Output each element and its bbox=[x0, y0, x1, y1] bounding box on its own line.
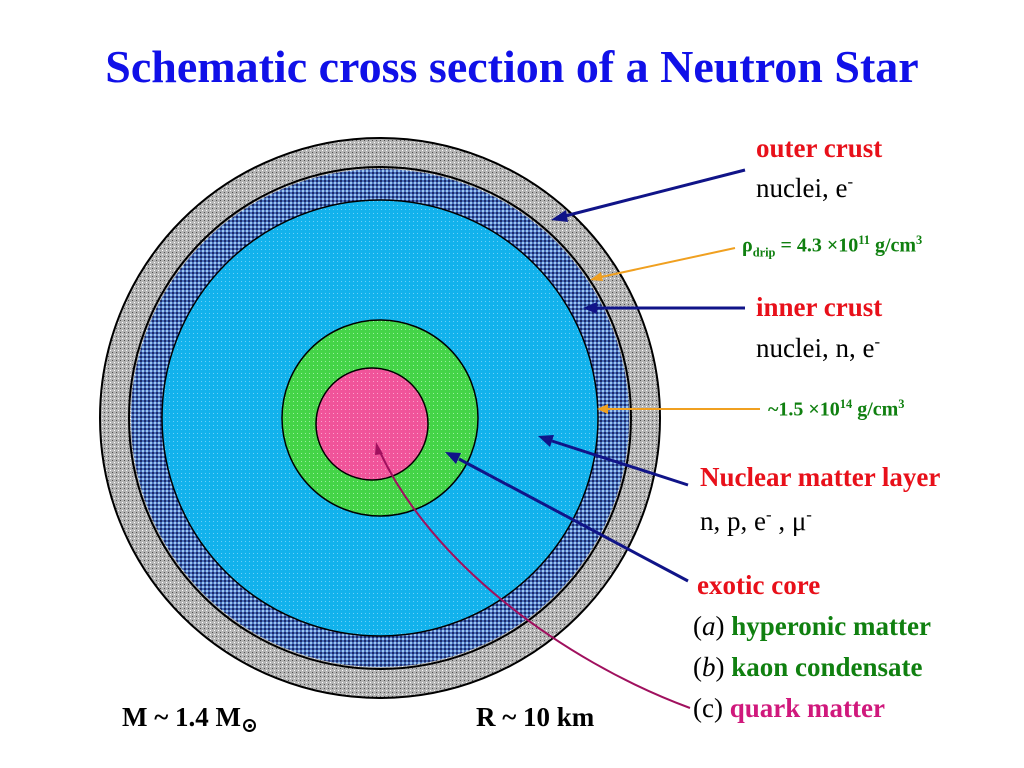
outer-crust-outline bbox=[128, 166, 632, 670]
exotic-core-arrow bbox=[458, 457, 689, 583]
outer-crust-arrow bbox=[564, 168, 746, 218]
boundary-arrowhead bbox=[597, 404, 608, 414]
page-title: Schematic cross section of a Neutron Sta… bbox=[105, 41, 919, 92]
boundary-density-label: ~1.5 ×1014 g/cm3 bbox=[768, 397, 905, 421]
quark-matter-arrowhead bbox=[375, 442, 383, 455]
radius-label: R ~ 10 km bbox=[476, 702, 595, 732]
exotic-core-arrowhead bbox=[445, 452, 461, 464]
outer-crust-arrowhead bbox=[551, 210, 568, 222]
nuclear-matter-label: Nuclear matter layer bbox=[700, 462, 941, 492]
drip-arrow bbox=[600, 247, 736, 278]
exotic-core-label: exotic core bbox=[697, 570, 821, 600]
core-item-hyperonic: (a) hyperonic matter bbox=[693, 611, 931, 641]
drip-density-label: ρdrip = 4.3 ×1011 g/cm3 bbox=[742, 233, 923, 260]
inner-crust-arrowhead bbox=[583, 302, 597, 314]
core-item-quark: (c) quark matter bbox=[693, 693, 885, 723]
exotic-core-pink bbox=[315, 367, 429, 481]
drip-arrowhead bbox=[590, 272, 603, 281]
inner-crust-content: nuclei, n, e- bbox=[756, 332, 881, 363]
core-item-kaon: (b) kaon condensate bbox=[693, 652, 923, 682]
outer-crust-content: nuclei, e- bbox=[756, 172, 854, 203]
mass-label: M ~ 1.4 M bbox=[122, 702, 257, 733]
sun-symbol-icon bbox=[243, 719, 257, 732]
inner-crust-label: inner crust bbox=[756, 292, 883, 322]
nuclear-matter-arrow bbox=[551, 439, 689, 487]
nuclear-matter-arrowhead bbox=[538, 435, 554, 447]
quark-matter-arrow bbox=[379, 451, 691, 709]
nuclear-matter-content: n, p, e- , μ- bbox=[700, 505, 812, 536]
outer-crust-label: outer crust bbox=[756, 133, 883, 163]
